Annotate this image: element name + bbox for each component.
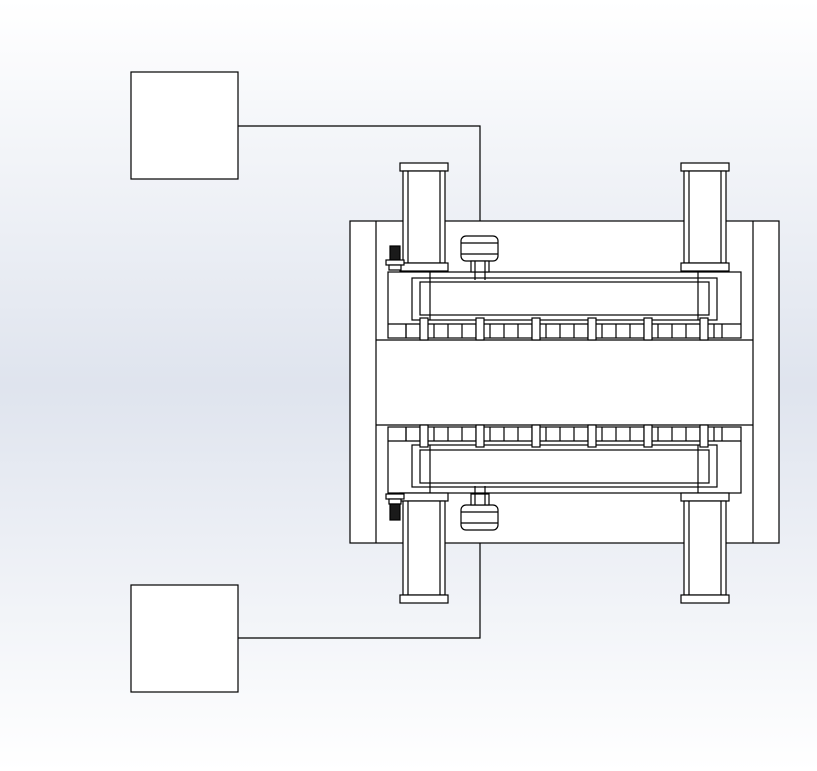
platen-clamp [643, 317, 653, 341]
platen-clamp [699, 424, 709, 448]
platen-clamp [475, 317, 485, 341]
platen-clamp [531, 317, 541, 341]
lower-sensor [385, 493, 405, 521]
wire-top [238, 125, 481, 236]
platen-clamp [419, 317, 429, 341]
upper-left-cylinder [399, 162, 449, 272]
controller-box-bottom [130, 584, 239, 693]
wire-bottom [238, 530, 481, 639]
platen-clamp [587, 424, 597, 448]
platen-clamp [643, 424, 653, 448]
platen-clamp [531, 424, 541, 448]
upper-sensor [385, 245, 405, 271]
platen-clamp [475, 424, 485, 448]
lower-right-cylinder [680, 492, 730, 604]
lower-actuator [460, 486, 499, 531]
lower-platen-assembly [387, 424, 742, 494]
upper-right-cylinder [680, 162, 730, 272]
controller-box-top [130, 71, 239, 180]
platen-clamp [699, 317, 709, 341]
upper-teeth [405, 317, 715, 341]
upper-platen-assembly [387, 271, 742, 341]
lower-left-cylinder [399, 492, 449, 604]
platen-clamp [419, 424, 429, 448]
upper-actuator [460, 235, 499, 280]
lower-teeth [405, 424, 715, 448]
platen-clamp [587, 317, 597, 341]
